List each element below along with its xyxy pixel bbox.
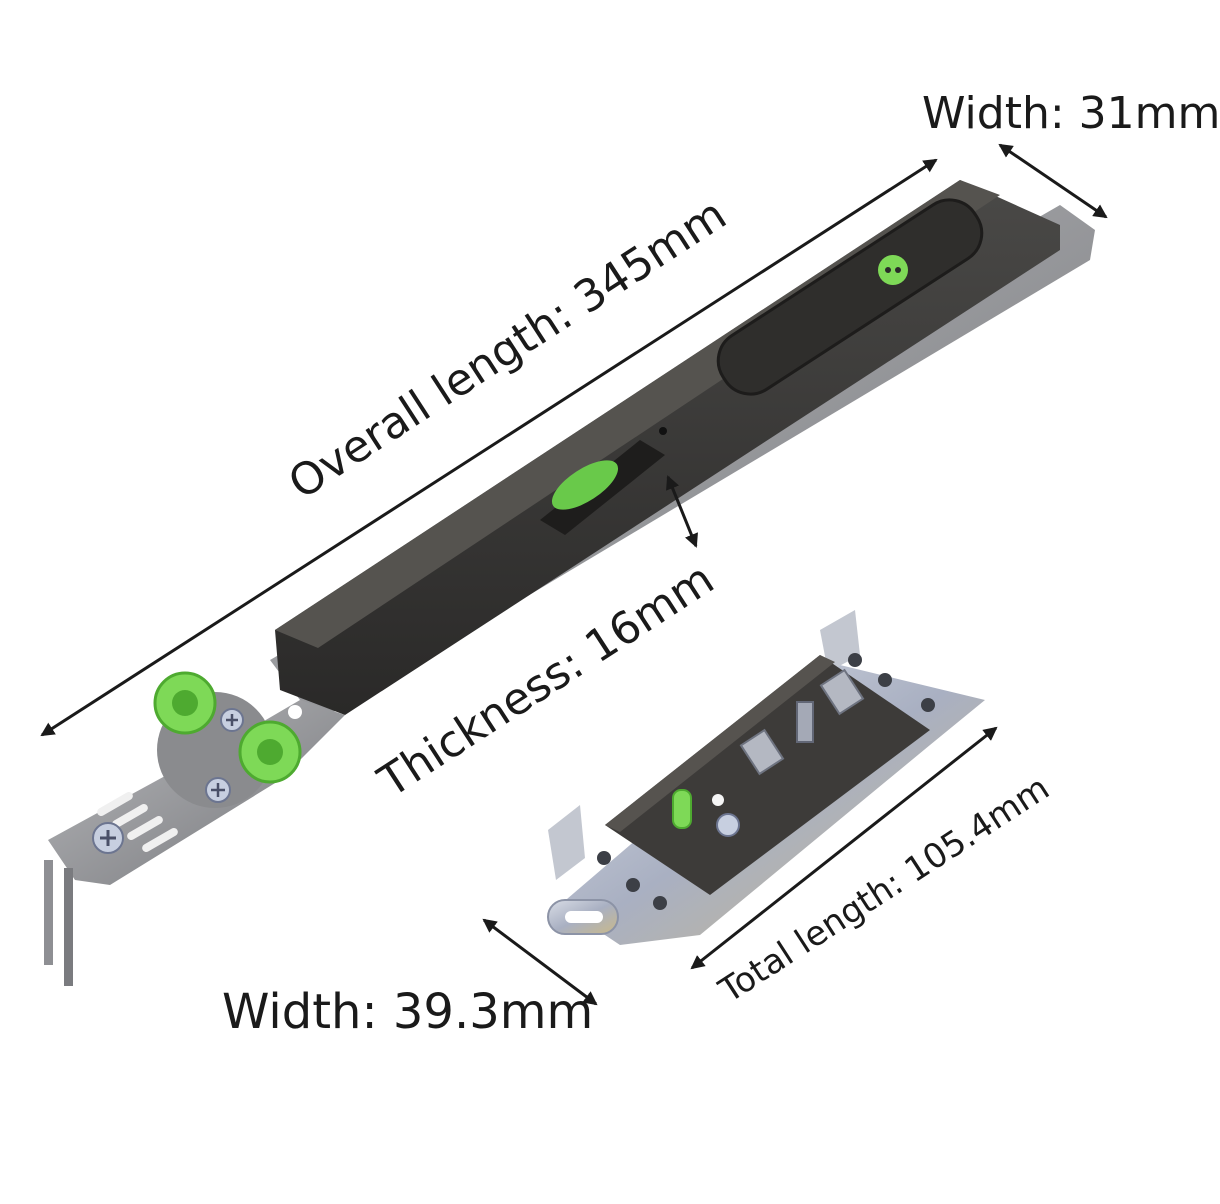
screw — [205, 777, 231, 803]
green-roller — [153, 671, 217, 735]
screw — [92, 822, 124, 854]
green-pin — [672, 789, 692, 829]
dimension-arrows — [40, 143, 1108, 1006]
mounting-plate — [44, 671, 345, 986]
width-top-arrow — [998, 143, 1108, 219]
fork-tab-left — [44, 860, 53, 965]
thickness-arrow — [666, 475, 698, 548]
overall-length-arrow — [40, 158, 938, 737]
width-bottom-arrow — [482, 918, 598, 1006]
threaded-post — [796, 701, 814, 743]
side-tab-left — [548, 805, 585, 880]
screw — [220, 708, 244, 732]
width-top-label: Width: 31mm — [922, 88, 1220, 139]
fork-tab-right — [64, 868, 73, 986]
pin-hole — [659, 427, 667, 435]
width-bottom-label: Width: 39.3mm — [222, 984, 594, 1040]
green-logo-dot — [878, 255, 908, 285]
green-roller — [238, 720, 302, 784]
total-length-arrow — [690, 726, 998, 970]
adjustment-slots — [97, 792, 178, 852]
